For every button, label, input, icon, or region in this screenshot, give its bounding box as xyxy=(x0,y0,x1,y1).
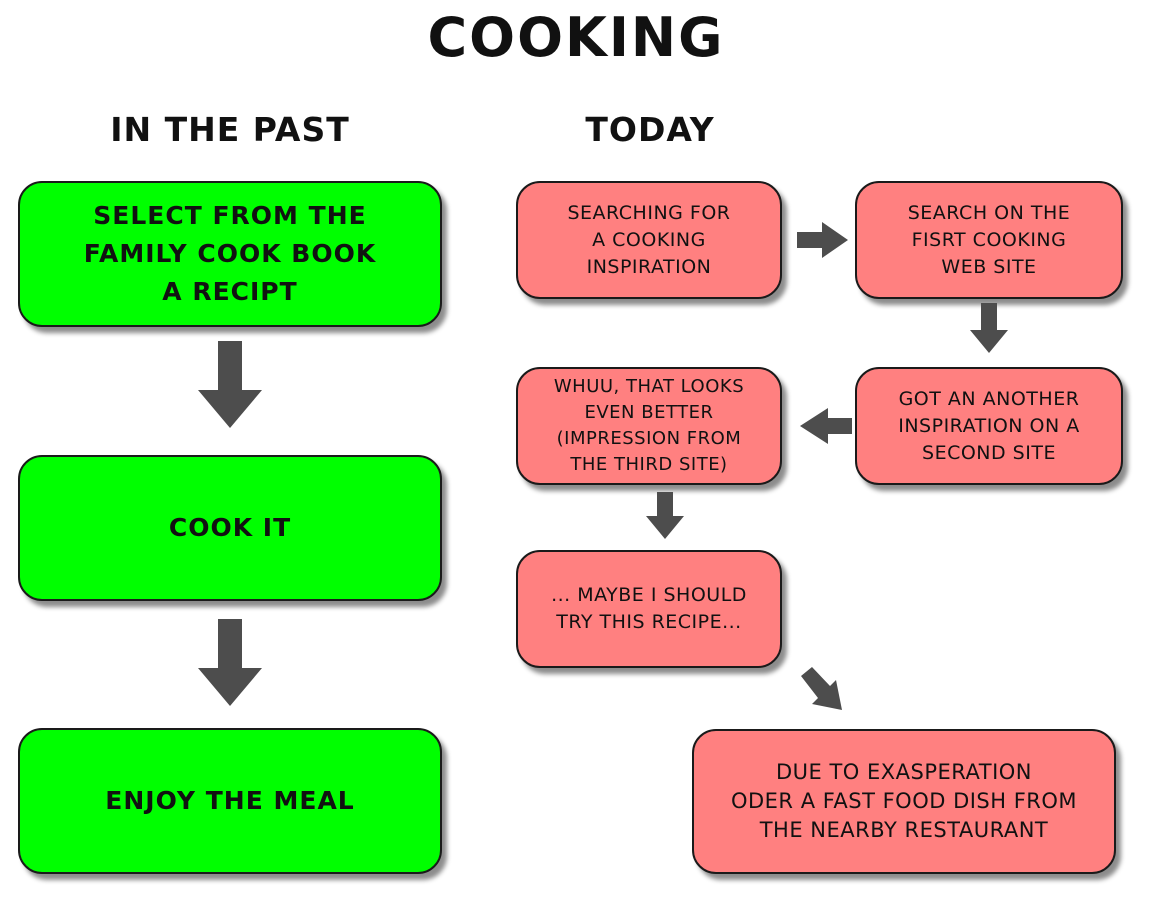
today-step-maybe-try: ... maybe I should try this recipe... xyxy=(516,550,782,668)
today-step-label: Got an another inspiration on a second s… xyxy=(898,387,1080,464)
today-step-second-site: Got an another inspiration on a second s… xyxy=(855,367,1123,485)
past-step-select-recipe: Select from the family cook book a recip… xyxy=(18,181,442,327)
arrow-right-icon xyxy=(797,222,848,258)
arrow-diagonal-icon xyxy=(801,667,842,710)
today-step-third-site: Whuu, that looks even better (impression… xyxy=(516,367,782,485)
diagram-title: Cooking xyxy=(427,6,725,69)
arrow-down-icon xyxy=(970,303,1008,353)
column-heading-past: In the past xyxy=(110,110,350,149)
past-step-label: Enjoy the meal xyxy=(105,786,355,815)
arrow-left-icon xyxy=(800,408,852,444)
today-step-label: Search on the fisrt cooking web site xyxy=(907,201,1071,278)
today-step-first-site: Search on the fisrt cooking web site xyxy=(855,181,1123,299)
past-step-label: Select from the family cook book a recip… xyxy=(83,201,377,306)
past-step-cook: Cook it xyxy=(18,455,442,601)
today-step-label: Whuu, that looks even better (impression… xyxy=(553,376,745,475)
today-step-searching-inspiration: Searching for a cooking inspiration xyxy=(516,181,782,299)
past-step-enjoy: Enjoy the meal xyxy=(18,728,442,874)
today-step-label: Due to exasperation oder a fast food dis… xyxy=(730,760,1078,842)
arrow-down-icon xyxy=(198,341,262,428)
today-step-label: Searching for a cooking inspiration xyxy=(567,201,731,278)
today-step-label: ... maybe I should try this recipe... xyxy=(551,584,747,633)
today-step-fast-food: Due to exasperation oder a fast food dis… xyxy=(692,729,1116,874)
past-step-label: Cook it xyxy=(168,513,292,542)
column-heading-today: Today xyxy=(585,110,715,149)
arrow-down-icon xyxy=(198,619,262,706)
arrow-down-icon xyxy=(646,492,684,539)
